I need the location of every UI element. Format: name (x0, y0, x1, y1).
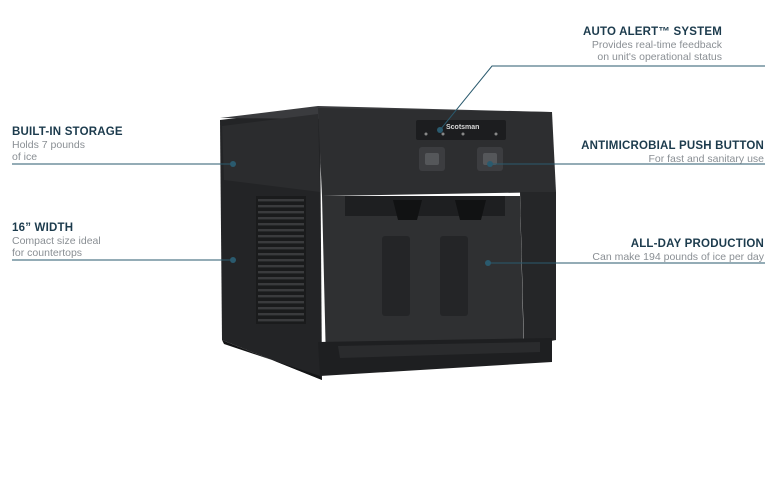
vent-slat (258, 259, 304, 262)
callout-desc-line1: Can make 194 pounds of ice per day (592, 251, 764, 263)
drip-tray-grate (338, 342, 540, 358)
vent-slat (258, 283, 304, 286)
vent-slat (258, 271, 304, 274)
callout-built-in-storage: BUILT-IN STORAGE Holds 7 pounds of ice (12, 126, 123, 163)
callout-desc-line1: Provides real-time feedback (591, 39, 722, 51)
vent-slat (258, 199, 304, 202)
callout-title: BUILT-IN STORAGE (12, 126, 123, 138)
callout-title: AUTO ALERT™ SYSTEM (582, 26, 722, 38)
vent-slat (258, 247, 304, 250)
callout-desc-line2: of ice (12, 151, 38, 163)
ice-button-icon (425, 153, 439, 165)
vent-slat (258, 301, 304, 304)
vent-slat (258, 313, 304, 316)
callout-desc-line1: Holds 7 pounds (12, 139, 85, 151)
front-panel-recess-right (440, 236, 468, 316)
vent-slat (258, 289, 304, 292)
vent-slat (258, 217, 304, 220)
callout-desc-line2: on unit's operational status (597, 51, 722, 63)
vent-slat (258, 295, 304, 298)
machine-front-lower (322, 196, 524, 362)
callout-antimicrobial-push-button: ANTIMICROBIAL PUSH BUTTON For fast and s… (581, 140, 764, 165)
callout-desc-line1: Compact size ideal (12, 235, 101, 247)
callout-all-day-production: ALL-DAY PRODUCTION Can make 194 pounds o… (592, 238, 764, 263)
vent-slat (258, 319, 304, 322)
status-led-1 (424, 132, 428, 136)
ice-nozzle (393, 200, 422, 220)
status-led-4 (494, 132, 498, 136)
vent-slat (258, 223, 304, 226)
vent-slat (258, 307, 304, 310)
vent-slats (258, 199, 304, 322)
status-led-3 (461, 132, 465, 136)
status-led-2 (441, 132, 445, 136)
callout-auto-alert-system: AUTO ALERT™ SYSTEM Provides real-time fe… (583, 26, 722, 63)
callout-title: ANTIMICROBIAL PUSH BUTTON (581, 140, 764, 152)
machine-base (222, 340, 322, 380)
vent-slat (258, 211, 304, 214)
callout-desc-line1: For fast and sanitary use (648, 153, 764, 165)
callout-title: 16” WIDTH (12, 222, 74, 234)
water-nozzle (455, 200, 486, 220)
vent-slat (258, 265, 304, 268)
brand-logo: Scotsman (446, 124, 479, 131)
callout-desc-line2: for countertops (12, 247, 83, 259)
vent-slat (258, 277, 304, 280)
vent-slat (258, 241, 304, 244)
vent-slat (258, 253, 304, 256)
machine-upper-shoulder (222, 114, 320, 192)
water-button-icon (483, 153, 497, 165)
callout-title: ALL-DAY PRODUCTION (630, 238, 764, 250)
vent-slat (258, 235, 304, 238)
vent-slat (258, 205, 304, 208)
front-panel-recess-left (382, 236, 410, 316)
vent-slat (258, 229, 304, 232)
machine-right-column (520, 192, 556, 346)
callout-16-width: 16” WIDTH Compact size ideal for counter… (12, 222, 101, 259)
